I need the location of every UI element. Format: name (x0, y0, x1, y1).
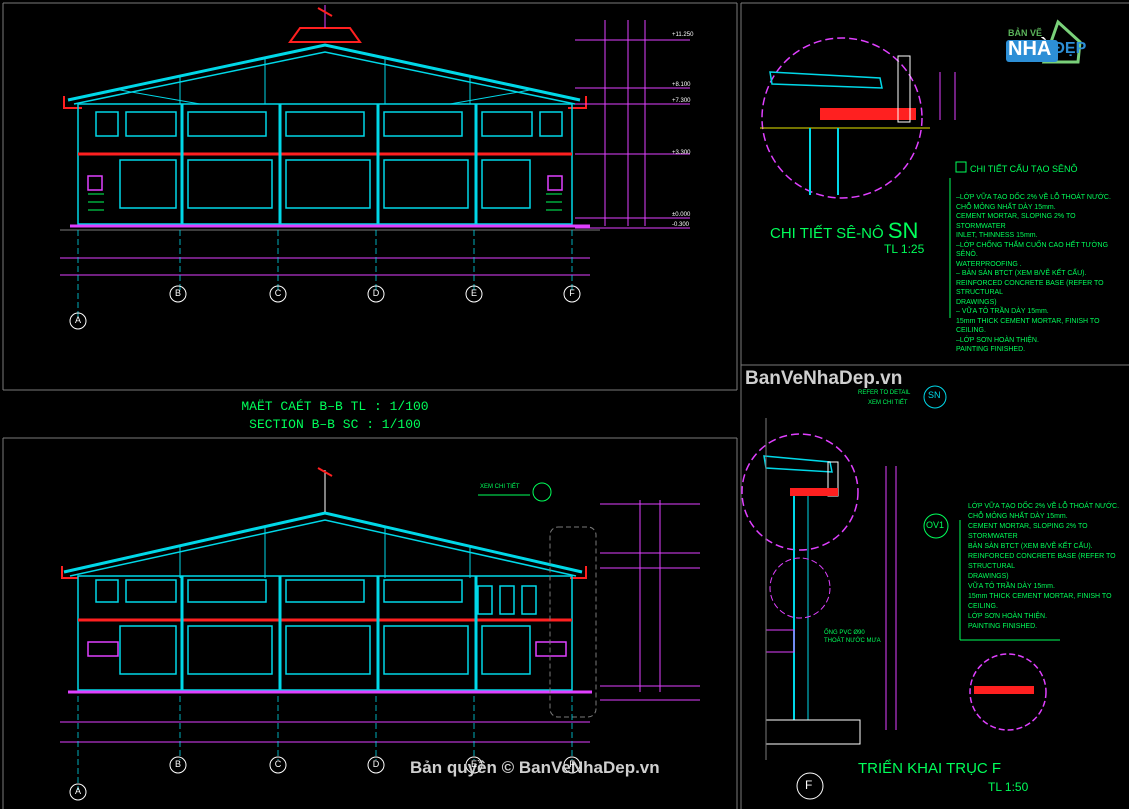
axis-label: E (470, 759, 477, 769)
logo-top: BẢN VẼ (1008, 28, 1043, 38)
logo-main: NHÀ (1008, 38, 1052, 60)
sn-title-code: SN (887, 218, 919, 243)
refer-to-detail: REFER TO DETAIL (858, 390, 911, 396)
detail-notes-top-line: WATERPROOFING . (956, 260, 1022, 268)
gutter-detail (760, 37, 967, 318)
axis-scale: TL 1:50 (988, 780, 1029, 794)
xem-chi-tiet-2: XEM CHI TIẾT (480, 484, 520, 490)
axis-label: F (569, 288, 575, 298)
detail-notes-top-line: CEMENT MORTAR, SLOPING 2% TO STORMWATER (956, 213, 1076, 230)
section-title-vi: MAËT CAÉT B–B TL : 1/100 (241, 399, 429, 414)
detail-notes-top-line: –LỚP CHỐNG THẤM CUỐN CAO HẾT TƯỜNG SÊNÔ. (956, 241, 1109, 259)
detail-notes-bottom-line: LỚP SƠN HOÀN THIỆN. (968, 613, 1048, 620)
logo-text: BẢN VẼ NHÀ ĐẸP (1008, 28, 1086, 60)
level-label: ±0.000 (672, 212, 691, 218)
detail-notes-bottom-line: DRAWINGS) (968, 573, 1009, 580)
sn-title-text: CHI TIẾT SÊ-NÔ (770, 225, 884, 242)
axis-label: D (372, 759, 380, 769)
sn-scale: TL 1:25 (884, 242, 925, 256)
axis-label: F (569, 759, 575, 769)
pipe-label-1: ỐNG PVC Ø90 (824, 630, 865, 636)
pipe-label-2: THOÁT NƯỚC MƯA (824, 638, 881, 644)
detail-notes-top: –LỚP VỮA TẠO DỐC 2% VỀ LỖ THOÁT NƯỚC. CHỖ… (956, 193, 1126, 355)
section-title-en: SECTION B–B SC : 1/100 (249, 417, 421, 432)
level-label: +3.300 (672, 150, 691, 156)
detail-notes-top-line: 15mm THICK CEMENT MORTAR, FINISH TO CEIL… (956, 317, 1100, 335)
logo-tail: ĐẸP (1053, 40, 1087, 57)
axis-label: C (274, 759, 282, 769)
detail-notes-bottom-line: REINFORCED CONCRETE BASE (REFER TO STRUC… (968, 553, 1116, 570)
detail-notes-top-line: REINFORCED CONCRETE BASE (REFER TO STRUC… (956, 279, 1104, 297)
level-label: +8.100 (672, 82, 691, 88)
detail-notes-top-line: PAINTING FINISHED. (956, 346, 1026, 353)
detail-notes-bottom-line: LỚP VỮA TẠO DỐC 2% VỀ LỖ THOÁT NƯỚC. (968, 503, 1120, 510)
section-bottom (60, 467, 700, 801)
axis-label: A (74, 315, 81, 325)
detail-notes-bottom-line: BẢN SÀN BTCT (XEM B/VẼ KẾT CẤU). (968, 543, 1093, 550)
level-label: +11.250 (672, 32, 694, 38)
axis-label: E (470, 288, 477, 298)
detail-notes-bottom: LỚP VỮA TẠO DỐC 2% VỀ LỖ THOÁT NƯỚC. CHỖ … (968, 502, 1128, 632)
detail-notes-top-line: – BẢN SÀN BTCT (XEM B/VẼ KẾT CẤU). (956, 270, 1087, 277)
axis-label: A (74, 786, 81, 796)
detail-notes-top-line: DRAWINGS) (956, 298, 997, 306)
detail-notes-bottom-line: CEMENT MORTAR, SLOPING 2% TO STORMWATER (968, 523, 1088, 540)
axis-label: D (372, 288, 380, 298)
axis-detail (741, 385, 1060, 800)
xem-chi-tiet: XEM CHI TIẾT (868, 400, 908, 406)
detail-notes-bottom-line: VỮA TÔ TRẦN DÀY 15mm. (968, 583, 1055, 590)
ov1-bubble: OV1 (926, 520, 945, 530)
level-label: -0.300 (672, 222, 690, 228)
axis-label: B (174, 759, 181, 769)
detail-notes-top-line: –LỚP VỮA TẠO DỐC 2% VỀ LỖ THOÁT NƯỚC. (956, 194, 1111, 201)
detail-notes-top-header: CHI TIẾT CẤU TẠO SÊNÔ (970, 164, 1078, 174)
detail-notes-top-line: CHỖ MỎNG NHẤT DÀY 15mm. (956, 203, 1056, 211)
detail-notes-bottom-line: CHỖ MỎNG NHẤT DÀY 15mm. (968, 513, 1068, 520)
sn-bubble: SN (928, 390, 941, 400)
section-top (60, 5, 690, 330)
axis-bubble-f: F (805, 778, 813, 792)
watermark-bottom: Bản quyền © BanVeNhaDep.vn (410, 758, 660, 777)
section-title: MAËT CAÉT B–B TL : 1/100 SECTION B–B SC … (200, 398, 470, 434)
detail-notes-top-line: –LỚP SƠN HOÀN THIỆN. (956, 336, 1039, 344)
detail-notes-top-line: INLET, THINNESS 15mm. (956, 232, 1038, 239)
watermark-mid: BanVeNhaDep.vn (745, 368, 903, 389)
brand-logo (1006, 19, 1082, 64)
axis-label: C (274, 288, 282, 298)
sn-title: CHI TIẾT SÊ-NÔ SN (770, 218, 918, 244)
axis-title: TRIỂN KHAI TRỤC F (858, 760, 1002, 777)
level-label: +7.300 (672, 98, 691, 104)
detail-notes-top-line: – VỮA TÔ TRẦN DÀY 15mm. (956, 308, 1049, 315)
detail-notes-bottom-line: 15mm THICK CEMENT MORTAR, FINISH TO CEIL… (968, 593, 1112, 610)
axis-label: B (174, 288, 181, 298)
detail-notes-bottom-line: PAINTING FINISHED. (968, 623, 1038, 630)
